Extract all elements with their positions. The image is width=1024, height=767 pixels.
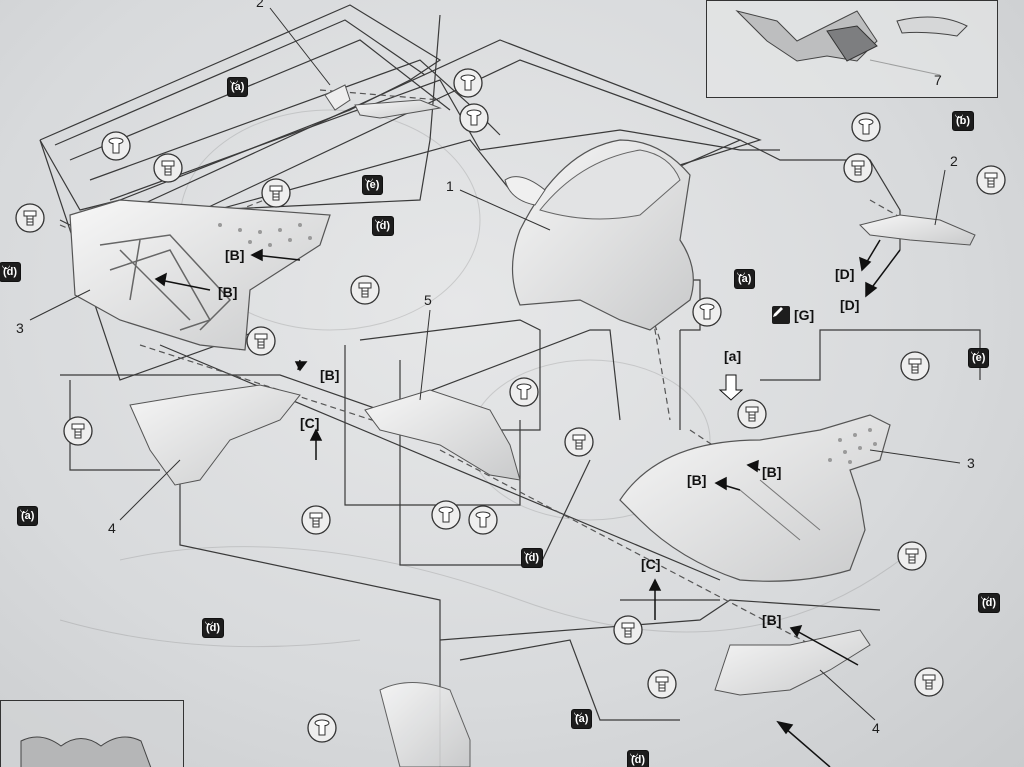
wrench-icon bbox=[524, 551, 532, 555]
callout-label: [D] bbox=[835, 266, 855, 282]
callout-label: [B] bbox=[320, 367, 340, 383]
part-number: 4 bbox=[872, 720, 880, 736]
torque-badge: (d) bbox=[628, 751, 649, 767]
torque-badge: (e) bbox=[969, 349, 989, 367]
part-number: 3 bbox=[16, 320, 24, 336]
torque-badge: (a) bbox=[228, 78, 248, 96]
wrench-icon bbox=[375, 219, 383, 223]
part-number: 3 bbox=[967, 455, 975, 471]
callout-label: [C] bbox=[641, 556, 661, 572]
grease-icon bbox=[772, 306, 790, 324]
callout-label: [G] bbox=[794, 307, 815, 323]
torque-badge: (e) bbox=[363, 176, 383, 194]
part-number: 4 bbox=[108, 520, 116, 536]
callout-label: [C] bbox=[300, 415, 320, 431]
wrench-icon bbox=[574, 712, 582, 716]
torque-badge: (a) bbox=[572, 710, 592, 728]
torque-badge: (a) bbox=[735, 270, 755, 288]
wrench-icon bbox=[205, 621, 213, 625]
detail-inset bbox=[706, 0, 998, 98]
part-number: 2 bbox=[950, 153, 958, 169]
callout-label: [D] bbox=[840, 297, 860, 313]
torque-badge: (d) bbox=[979, 594, 1000, 612]
callout-label: [B] bbox=[218, 284, 238, 300]
arrow-icon bbox=[718, 374, 744, 401]
bolt-icon bbox=[153, 153, 183, 183]
wrench-icon bbox=[20, 509, 28, 513]
wrench-icon bbox=[737, 272, 745, 276]
wrench-icon bbox=[365, 178, 373, 182]
torque-badge: (b) bbox=[953, 112, 974, 130]
torque-badge: (d) bbox=[203, 619, 224, 637]
callout-label: [B] bbox=[687, 472, 707, 488]
part-number: 2 bbox=[256, 0, 264, 10]
torque-badge: (d) bbox=[373, 217, 394, 235]
wrench-icon bbox=[971, 351, 979, 355]
torque-badge: (a) bbox=[18, 507, 38, 525]
part-number: 7 bbox=[934, 72, 942, 88]
torque-badge: (d) bbox=[522, 549, 543, 567]
wrench-icon bbox=[955, 114, 963, 118]
wrench-icon bbox=[2, 265, 10, 269]
wrench-icon bbox=[630, 753, 638, 757]
detail-inset-bottom bbox=[0, 700, 184, 767]
callout-label: [a] bbox=[724, 348, 742, 364]
wrench-icon bbox=[230, 80, 238, 84]
part-number: 5 bbox=[424, 292, 432, 308]
wrench-icon bbox=[981, 596, 989, 600]
torque-badge: (d) bbox=[0, 263, 21, 281]
rivet-icon bbox=[453, 68, 483, 98]
callout-label: [B] bbox=[762, 612, 782, 628]
callout-label: [B] bbox=[225, 247, 245, 263]
grease-symbol: [G] bbox=[772, 306, 814, 324]
callout-label: [B] bbox=[762, 464, 782, 480]
part-number: 1 bbox=[446, 178, 454, 194]
